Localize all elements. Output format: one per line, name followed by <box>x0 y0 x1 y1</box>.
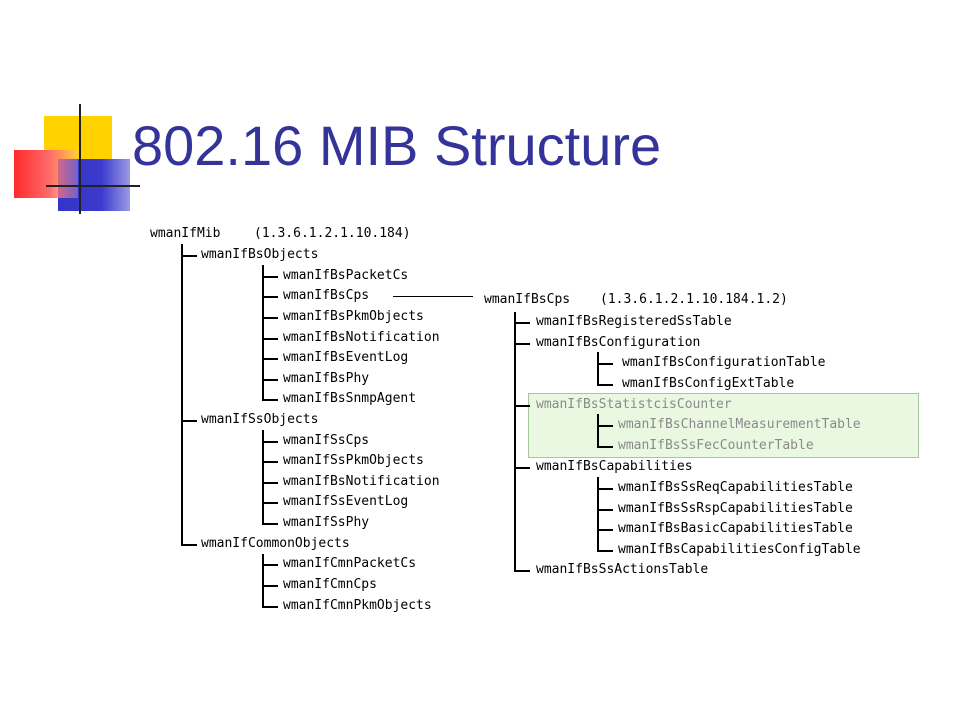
left-leaf-label: wmanIfCmnPacketCs <box>283 556 417 571</box>
child-tick <box>262 482 278 484</box>
right-leaf-label: wmanIfBsSsReqCapabilitiesTable <box>618 480 853 495</box>
child-tick <box>597 425 613 427</box>
child-tick <box>262 338 278 340</box>
group-connector <box>514 467 530 469</box>
child-tick <box>262 441 278 443</box>
child-tick <box>262 502 278 504</box>
right-group-label: wmanIfBsConfiguration <box>536 335 701 350</box>
left-leaf-label: wmanIfBsPkmObjects <box>283 309 424 324</box>
child-tick <box>262 276 278 278</box>
child-connector <box>262 430 264 524</box>
group-connector <box>181 255 197 257</box>
left-leaf-label: wmanIfSsCps <box>283 433 370 448</box>
right-group-label: wmanIfBsCapabilities <box>536 459 693 474</box>
child-tick <box>262 296 278 298</box>
group-connector <box>514 405 530 407</box>
child-connector <box>262 265 264 400</box>
child-tick <box>597 529 613 531</box>
right-leaf-label: wmanIfBsSsRspCapabilitiesTable <box>618 501 853 516</box>
right-leaf-label-highlighted: wmanIfBsChannelMeasurementTable <box>618 417 861 432</box>
child-connector <box>262 554 264 607</box>
left-main-connector <box>181 244 183 545</box>
red-square-decoration <box>14 150 78 198</box>
left-leaf-label: wmanIfSsPkmObjects <box>283 453 424 468</box>
child-tick <box>262 523 278 525</box>
left-leaf-label: wmanIfCmnCps <box>283 577 377 592</box>
group-connector <box>514 570 530 572</box>
left-leaf-label: wmanIfBsPacketCs <box>283 268 409 283</box>
horizontal-rule-decoration <box>46 185 140 187</box>
child-tick <box>597 446 613 448</box>
left-leaf-label: wmanIfBsPhy <box>283 371 370 386</box>
child-tick <box>262 461 278 463</box>
child-tick <box>597 550 613 552</box>
left-leaf-label: wmanIfSsEventLog <box>283 494 409 509</box>
left-leaf-label: wmanIfSsPhy <box>283 515 370 530</box>
right-leaf-label: wmanIfBsCapabilitiesConfigTable <box>618 542 861 557</box>
group-connector <box>514 343 530 345</box>
child-tick <box>262 317 278 319</box>
child-tick <box>262 379 278 381</box>
left-leaf-label: wmanIfBsNotification <box>283 474 440 489</box>
expand-link-line <box>393 296 473 297</box>
child-connector <box>597 352 599 385</box>
right-leaf-label: wmanIfBsConfigExtTable <box>622 376 795 391</box>
highlight-box <box>528 393 919 458</box>
left-group-label: wmanIfSsObjects <box>201 412 319 427</box>
slide-title: 802.16 MIB Structure <box>132 114 662 177</box>
child-tick <box>597 488 613 490</box>
left-root-name: wmanIfMib <box>150 226 221 241</box>
child-tick <box>262 358 278 360</box>
left-group-label: wmanIfBsObjects <box>201 247 319 262</box>
right-root-oid: (1.3.6.1.2.1.10.184.1.2) <box>600 292 788 307</box>
left-leaf-label: wmanIfBsSnmpAgent <box>283 391 417 406</box>
right-leaf-label: wmanIfBsConfigurationTable <box>622 355 826 370</box>
right-group-label: wmanIfBsRegisteredSsTable <box>536 314 732 329</box>
child-tick <box>597 384 613 386</box>
right-group-label: wmanIfBsSsActionsTable <box>536 562 709 577</box>
child-connector <box>597 414 599 447</box>
right-main-connector <box>514 312 516 571</box>
left-root-oid: (1.3.6.1.2.1.10.184) <box>254 226 411 241</box>
child-tick <box>597 509 613 511</box>
left-leaf-label: wmanIfBsCps <box>283 288 370 303</box>
group-connector <box>181 420 197 422</box>
child-tick <box>262 564 278 566</box>
child-tick <box>262 606 278 608</box>
right-leaf-label-highlighted: wmanIfBsSsFecCounterTable <box>618 438 814 453</box>
child-tick <box>262 399 278 401</box>
group-connector <box>514 322 530 324</box>
right-root-name: wmanIfBsCps <box>484 292 571 307</box>
right-group-label-highlighted: wmanIfBsStatistcisCounter <box>536 397 732 412</box>
child-connector <box>597 477 599 551</box>
right-leaf-label: wmanIfBsBasicCapabilitiesTable <box>618 521 853 536</box>
group-connector <box>181 544 197 546</box>
child-tick <box>597 363 613 365</box>
left-leaf-label: wmanIfBsNotification <box>283 330 440 345</box>
left-group-label: wmanIfCommonObjects <box>201 536 350 551</box>
child-tick <box>262 585 278 587</box>
left-leaf-label: wmanIfBsEventLog <box>283 350 409 365</box>
vertical-rule-decoration <box>79 104 81 214</box>
left-leaf-label: wmanIfCmnPkmObjects <box>283 598 432 613</box>
